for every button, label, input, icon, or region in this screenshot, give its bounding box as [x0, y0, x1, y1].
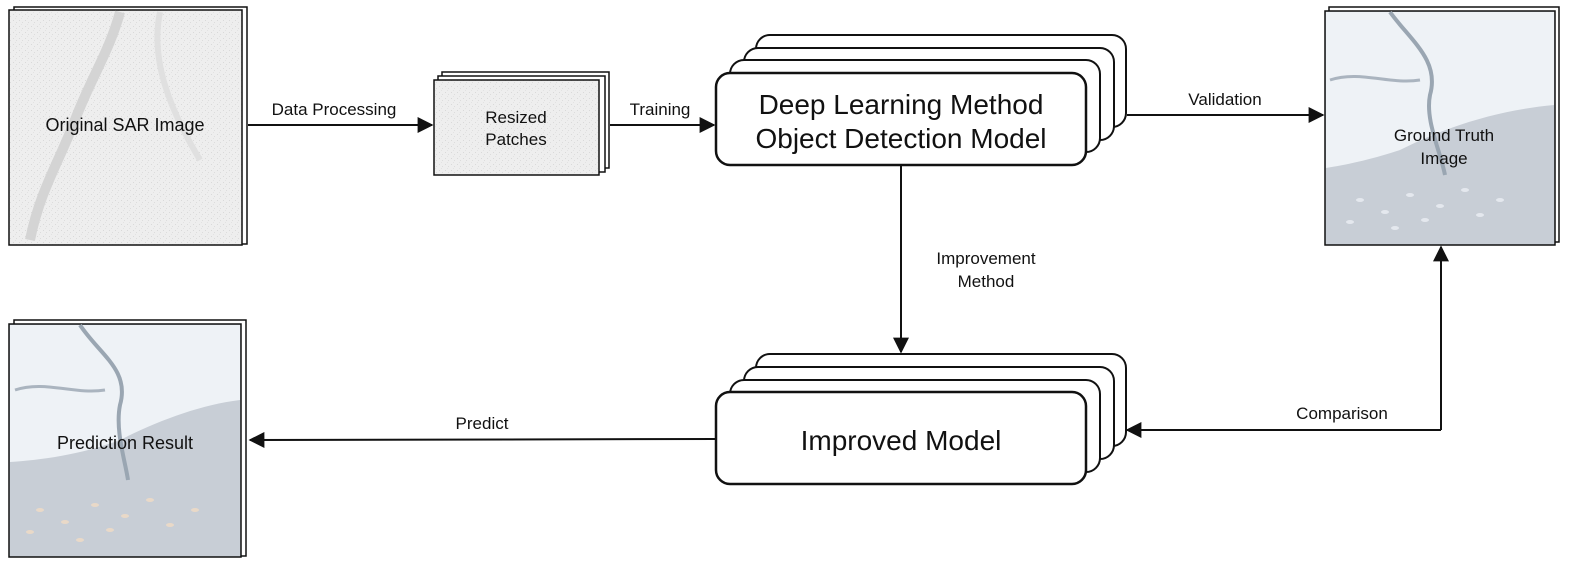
comparison-label: Comparison — [1296, 404, 1388, 423]
deep-learning-model-node: Deep Learning Method Object Detection Mo… — [714, 34, 1127, 167]
edge-comparison: Comparison — [1125, 245, 1449, 438]
original-sar-image-node: Original SAR Image — [8, 6, 248, 246]
predict-arrow — [248, 431, 716, 448]
edge-training: Training — [610, 100, 716, 133]
resized-patches-label-line1: Resized — [485, 108, 546, 127]
ground-truth-label-line1: Ground Truth — [1394, 126, 1494, 145]
training-label: Training — [630, 100, 691, 119]
sar-image-thumbnail — [8, 9, 243, 246]
ground-truth-image-node: Ground Truth Image — [1324, 6, 1560, 246]
patch-thumbnail — [433, 79, 600, 176]
prediction-result-node: Prediction Result — [8, 319, 247, 558]
sar-river-texture — [25, 10, 125, 241]
improved-model-node: Improved Model — [714, 353, 1127, 486]
edge-data-processing: Data Processing — [248, 100, 434, 133]
ground-truth-label-line2: Image — [1420, 149, 1467, 168]
original-sar-image-label: Original SAR Image — [45, 115, 204, 135]
model-label-line1: Deep Learning Method — [759, 89, 1044, 120]
improved-model-label: Improved Model — [801, 425, 1002, 456]
edge-improvement: Improvement Method — [893, 166, 1036, 354]
validation-label: Validation — [1188, 90, 1261, 109]
improvement-label-line2: Method — [958, 272, 1015, 291]
resized-patches-node: Resized Patches — [433, 71, 610, 176]
edge-predict: Predict — [248, 414, 716, 448]
predict-label: Predict — [456, 414, 509, 433]
edge-validation: Validation — [1127, 90, 1325, 123]
data-processing-label: Data Processing — [272, 100, 397, 119]
prediction-result-label: Prediction Result — [57, 433, 193, 453]
improvement-label-line1: Improvement — [936, 249, 1035, 268]
resized-patches-label-line2: Patches — [485, 130, 546, 149]
improved-model-front-box — [714, 390, 1088, 486]
model-label-line2: Object Detection Model — [755, 123, 1046, 154]
model-front-box — [714, 71, 1088, 167]
